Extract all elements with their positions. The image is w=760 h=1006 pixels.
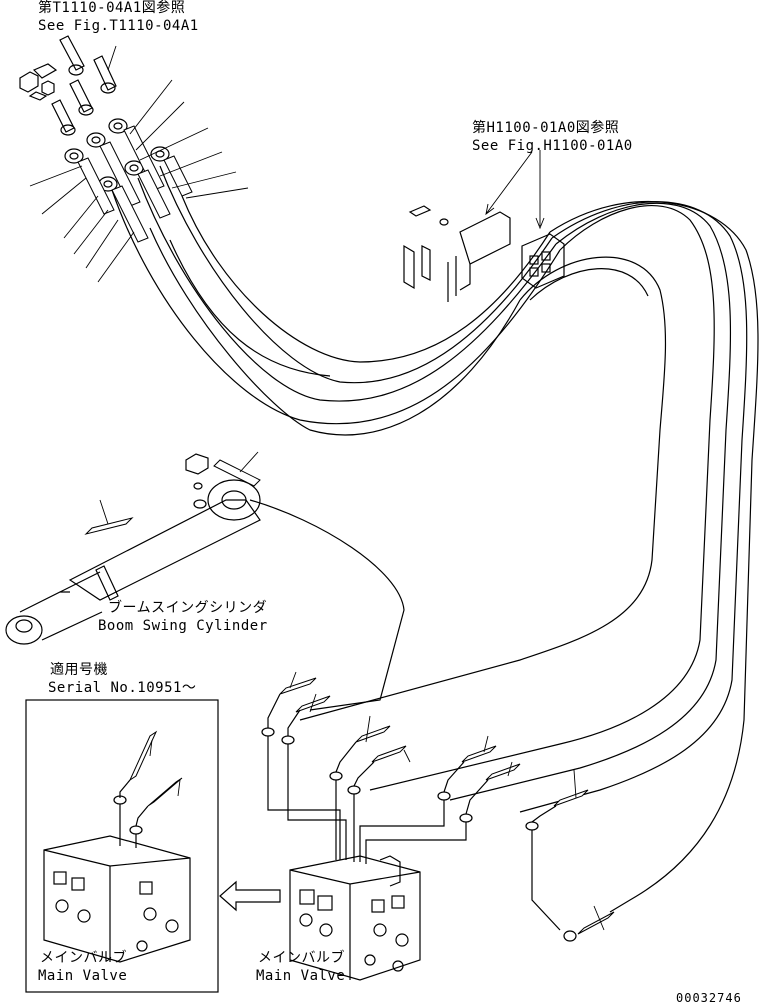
upper-fittings-group (19, 35, 117, 136)
boom-swing-cylinder (5, 451, 405, 711)
main-valve-right-jp: メインバルブ (258, 950, 345, 966)
main-valve-right (289, 855, 421, 981)
valve-hoses (261, 671, 615, 942)
main-valve-left-jp: メインバルブ (40, 950, 127, 966)
ref-top-right-en: See Fig.H1100-01A0 (472, 138, 633, 154)
ref-top-left-en: See Fig.T1110-04A1 (38, 18, 199, 34)
serial-label-en: Serial No.10951～ (48, 680, 197, 696)
upper-hose-ends (64, 118, 193, 243)
serial-inset (25, 699, 219, 993)
main-valve-right-en: Main Valve (256, 968, 346, 984)
cylinder-label-en: Boom Swing Cylinder (98, 618, 268, 634)
cylinder-label-jp: ブームスイングシリンダ (108, 600, 268, 616)
ref-top-left-jp: 第T1110-04A1図参照 (38, 0, 186, 16)
serial-label-jp: 適用号機 (50, 662, 108, 678)
ref-top-right-jp: 第H1100-01A0図参照 (472, 120, 620, 136)
hose-bundle (111, 165, 759, 913)
upper-leader-lines (29, 79, 249, 283)
drawing-number: 00032746 (676, 991, 742, 1005)
main-valve-left-en: Main Valve (38, 968, 128, 984)
direction-arrow (219, 880, 281, 912)
connector-assembly (403, 150, 565, 302)
